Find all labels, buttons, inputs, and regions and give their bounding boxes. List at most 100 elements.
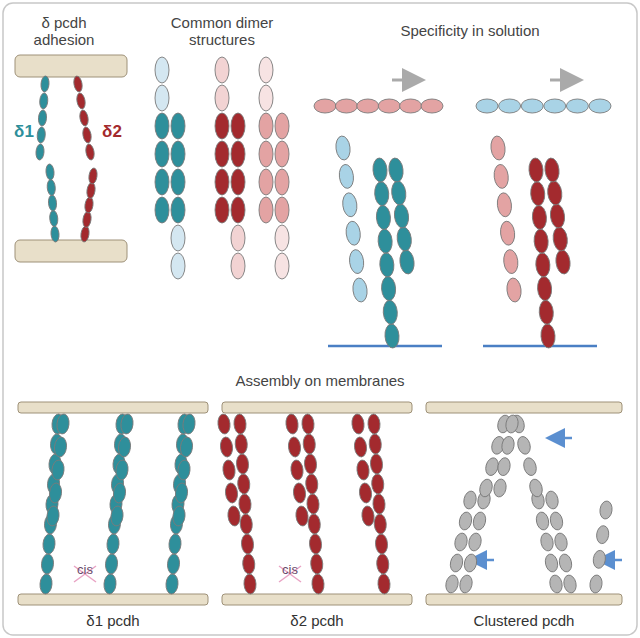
ec-domain: [388, 157, 405, 182]
ec-domain: [462, 490, 478, 510]
ec-domain: [88, 168, 98, 185]
ec-domain: [376, 205, 392, 230]
ec-domain: [379, 252, 395, 277]
ec-domain: [171, 113, 185, 139]
ec-domain: [231, 113, 245, 139]
frame: [3, 3, 637, 635]
ec-domain: [224, 482, 238, 503]
ec-domain: [378, 99, 400, 113]
surface: [483, 345, 597, 348]
membrane: [15, 240, 127, 262]
panel-label: δ pcdh adhesion: [14, 14, 114, 49]
ec-domain: [105, 554, 118, 575]
ec-domain: [528, 158, 544, 183]
ec-domain: [361, 505, 375, 526]
ec-domain: [421, 99, 443, 113]
ec-domain: [353, 436, 367, 457]
ec-domain: [458, 574, 474, 594]
ec-domain: [356, 459, 370, 480]
ec-domain: [539, 532, 555, 552]
ec-domain: [528, 478, 544, 499]
ec-domain: [80, 226, 90, 243]
ec-domain: [237, 474, 250, 495]
ec-domain: [476, 99, 498, 113]
ec-domain: [106, 534, 119, 555]
membrane: [426, 402, 622, 413]
ec-domain: [240, 514, 253, 535]
ec-domain: [472, 511, 488, 531]
ec-domain: [553, 532, 569, 552]
ec-domain: [215, 85, 229, 111]
ec-domain: [82, 126, 93, 143]
ec-domain: [35, 144, 44, 161]
ec-domain: [168, 534, 181, 555]
ec-domain: [506, 277, 523, 302]
ec-domain: [492, 478, 507, 498]
ec-domain: [552, 226, 569, 251]
ec-domain: [589, 574, 603, 593]
ec-domain: [292, 482, 306, 503]
ec-domain: [182, 413, 196, 434]
ec-domains: [35, 57, 613, 594]
ec-domain: [155, 85, 169, 111]
ec-domain: [540, 324, 556, 349]
ec-domain: [177, 459, 191, 480]
ec-domain: [179, 436, 193, 457]
ec-domain: [374, 181, 390, 206]
ec-domain: [371, 474, 384, 495]
ec-domain: [503, 249, 520, 274]
ec-domain: [222, 459, 236, 480]
ec-domain: [522, 456, 538, 477]
ec-domain: [496, 457, 511, 477]
ec-domain: [275, 225, 289, 251]
ec-domain: [449, 553, 465, 573]
ec-domain: [311, 574, 324, 595]
panel-label: δ1 pcdh: [53, 612, 173, 629]
ec-domain: [372, 494, 385, 515]
ec-domain: [500, 435, 515, 455]
ec-domain: [301, 414, 314, 435]
membrane: [18, 402, 208, 413]
ec-domain: [493, 164, 510, 189]
ec-domain: [599, 500, 613, 519]
ec-domain: [112, 482, 126, 503]
ec-domain: [155, 113, 169, 139]
ec-domain: [50, 226, 59, 243]
ec-domain: [370, 454, 383, 475]
ec-domain: [215, 197, 229, 223]
flow-arrow: [392, 79, 420, 82]
ec-domain: [396, 226, 413, 251]
ec-domain: [562, 574, 578, 594]
ec-domain: [499, 220, 516, 245]
surface: [328, 345, 442, 348]
ec-domain: [345, 220, 362, 245]
ec-domain: [103, 574, 116, 595]
ec-domain: [548, 574, 564, 594]
ec-domain: [592, 550, 606, 569]
ec-domain: [295, 505, 309, 526]
ec-domain: [155, 57, 169, 83]
ec-domain: [45, 164, 54, 181]
ec-domain: [37, 127, 46, 144]
ec-domain: [165, 574, 178, 595]
ec-domain: [549, 511, 565, 531]
ec-domain: [375, 534, 388, 555]
ec-domain: [309, 534, 322, 555]
ec-domain: [357, 99, 379, 113]
ec-domain: [155, 197, 169, 223]
flow-arrow: [550, 79, 578, 82]
ec-domain: [231, 253, 245, 279]
ec-domain: [535, 252, 551, 277]
ec-domain: [215, 141, 229, 167]
cis-label: cis: [70, 563, 100, 578]
ec-domain: [117, 436, 131, 457]
ec-domain: [120, 413, 134, 434]
ec-domain: [155, 169, 169, 195]
ec-domain: [172, 505, 186, 526]
ec-domain: [275, 141, 289, 167]
ec-domain: [558, 553, 574, 573]
ec-domain: [275, 197, 289, 223]
ec-domain: [259, 57, 273, 83]
ec-domain: [53, 436, 67, 457]
